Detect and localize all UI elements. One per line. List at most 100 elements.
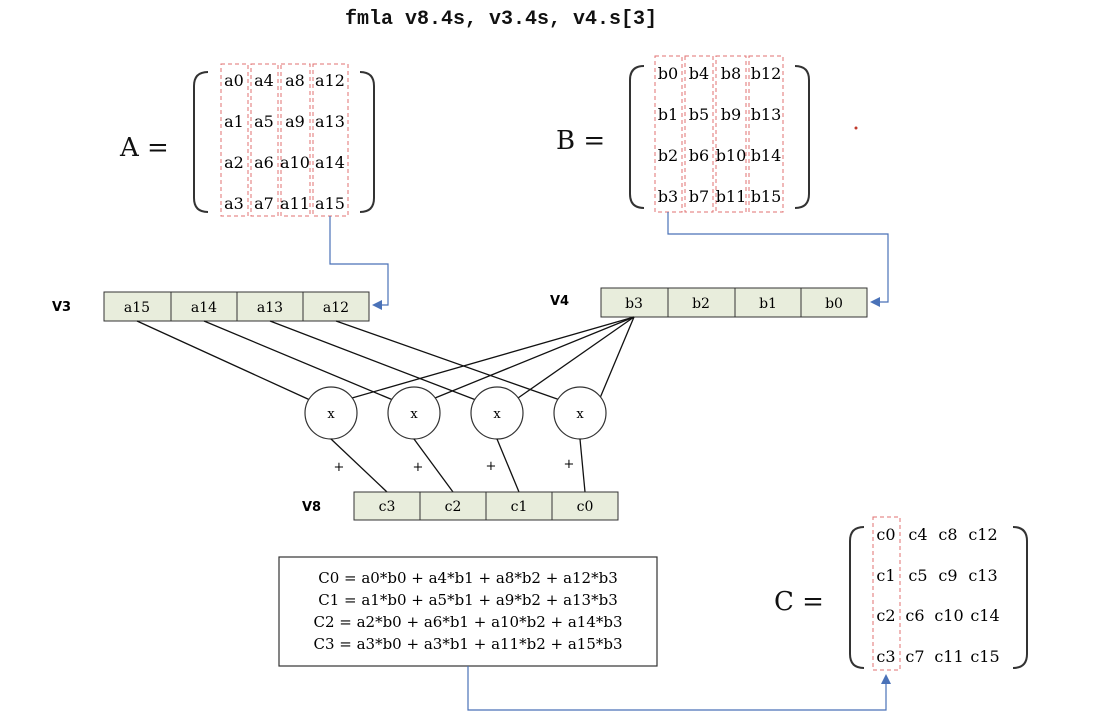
matrix-cell: a2 — [224, 153, 244, 172]
formula-to-c-arrow — [467, 666, 891, 711]
formula-line: C1 = a1*b0 + a5*b1 + a9*b2 + a13*b3 — [318, 591, 618, 609]
matrix-a-left-bracket — [193, 71, 209, 213]
matrix-b-col-highlight — [684, 55, 714, 213]
v3-line — [203, 320, 394, 401]
formula-box: C0 = a0*b0 + a4*b1 + a8*b2 + a12*b3 C1 =… — [278, 556, 658, 667]
register-v3-cell — [302, 291, 370, 322]
matrix-cell: a6 — [254, 153, 274, 172]
mul-line — [330, 438, 388, 493]
register-v8-cell — [551, 491, 619, 521]
v3-line — [335, 320, 561, 401]
matrix-cell: b14 — [751, 146, 782, 165]
register-v4-cell — [800, 287, 868, 318]
instruction-title: fmla v8.4s, v3.4s, v4.s[3] — [345, 8, 657, 31]
matrix-cell: a8 — [285, 71, 305, 90]
b-to-v4-arrow — [667, 212, 889, 307]
matrix-cell: b2 — [658, 146, 678, 165]
register-v3-value: a14 — [191, 300, 217, 316]
matrix-cell: b13 — [751, 105, 782, 124]
v4-line — [434, 316, 635, 399]
register-v8-value: c2 — [445, 499, 462, 515]
plus-sign: + — [334, 460, 345, 475]
matrix-cell: a13 — [315, 112, 345, 131]
matrix-cell: b3 — [658, 187, 678, 206]
matrix-b: B = b0 b4 b8 b12 b1 b5 b9 b13 b2 b6 b10 … — [556, 55, 810, 213]
v3-line — [136, 320, 311, 401]
matrix-cell: b6 — [689, 146, 709, 165]
register-v3-value: a15 — [124, 300, 150, 316]
plus-sign: + — [486, 459, 497, 474]
matrix-cell: a4 — [254, 71, 274, 90]
matrix-c-col-highlight — [872, 516, 901, 671]
stray-dot — [854, 126, 858, 130]
matrix-cell: c5 — [908, 566, 927, 585]
formula-line: C2 = a2*b0 + a6*b1 + a10*b2 + a14*b3 — [313, 613, 622, 631]
matrix-cell: a10 — [280, 153, 310, 172]
v4-line — [599, 316, 635, 399]
matrix-cell: c11 — [934, 647, 963, 666]
formula-line: C0 = a0*b0 + a4*b1 + a8*b2 + a12*b3 — [318, 569, 618, 587]
multiplier-symbol: x — [327, 407, 335, 422]
multiplier-to-v8-lines — [330, 438, 586, 493]
matrix-cell: b0 — [658, 64, 678, 83]
matrix-cell: b15 — [751, 187, 782, 206]
register-v3-value: a12 — [323, 300, 349, 316]
matrix-cell: a0 — [224, 71, 244, 90]
matrix-cell: a7 — [254, 194, 274, 213]
matrix-cell: c7 — [905, 647, 924, 666]
matrix-cell: c4 — [908, 525, 927, 544]
multiplier-symbol: x — [493, 407, 501, 422]
matrix-cell: c9 — [938, 566, 957, 585]
matrix-c-left-bracket — [849, 526, 865, 669]
register-v8: V8 c3 c2 c1 c0 — [302, 491, 619, 521]
matrix-cell: c8 — [938, 525, 957, 544]
mul-line — [496, 438, 520, 493]
matrix-cell: b10 — [716, 146, 747, 165]
matrix-cell: b8 — [721, 64, 741, 83]
register-v3-value: a13 — [257, 300, 283, 316]
matrix-b-right-bracket — [794, 65, 810, 209]
a-to-v3-arrow — [329, 216, 389, 310]
formula-box-frame — [278, 556, 658, 667]
register-v4-label: V4 — [550, 294, 569, 309]
matrix-c: C = c0 c4 c8 c12 c1 c5 c9 c13 c2 c6 c10 … — [774, 516, 1028, 671]
matrix-cell: b12 — [751, 64, 782, 83]
multiplier-symbol: x — [410, 407, 418, 422]
matrix-cell: b4 — [689, 64, 709, 83]
matrix-cell: a5 — [254, 112, 274, 131]
matrix-b-col-highlight — [715, 55, 747, 213]
matrix-cell: a14 — [315, 153, 345, 172]
v4-line — [517, 316, 635, 399]
register-v8-label: V8 — [302, 500, 321, 515]
register-v3-label: V3 — [52, 300, 71, 315]
v3-to-multiplier-lines — [136, 320, 561, 401]
formula-line: C3 = a3*b0 + a3*b1 + a11*b2 + a15*b3 — [313, 635, 622, 653]
matrix-cell: c14 — [970, 606, 999, 625]
matrix-a-col-highlight — [220, 63, 249, 217]
matrix-b-left-bracket — [629, 65, 645, 209]
register-v4-cell — [734, 287, 802, 318]
matrix-a-col-highlight — [250, 63, 279, 217]
register-v4-value: b2 — [692, 296, 710, 312]
mul-line — [579, 438, 586, 493]
matrix-c-right-bracket — [1012, 526, 1028, 669]
register-v4-value: b1 — [759, 296, 777, 312]
multiplier-symbol: x — [576, 407, 584, 422]
register-v3: V3 a15 a14 a13 a12 — [52, 291, 370, 322]
matrix-cell: a15 — [315, 194, 345, 213]
register-v8-value: c1 — [511, 499, 528, 515]
register-v8-value: c3 — [379, 499, 396, 515]
matrix-cell: b9 — [721, 105, 741, 124]
register-v8-cell — [485, 491, 553, 521]
matrix-cell: a11 — [280, 194, 310, 213]
register-v8-value: c0 — [577, 499, 594, 515]
plus-sign: + — [413, 460, 424, 475]
register-v8-cell — [419, 491, 487, 521]
register-v4-value: b3 — [625, 296, 643, 312]
v4-line — [351, 316, 635, 399]
matrix-cell: c0 — [876, 525, 895, 544]
v3-line — [269, 320, 477, 401]
matrix-cell: c2 — [876, 606, 895, 625]
matrix-cell: c3 — [876, 647, 895, 666]
matrix-a-label: A = — [119, 133, 169, 163]
